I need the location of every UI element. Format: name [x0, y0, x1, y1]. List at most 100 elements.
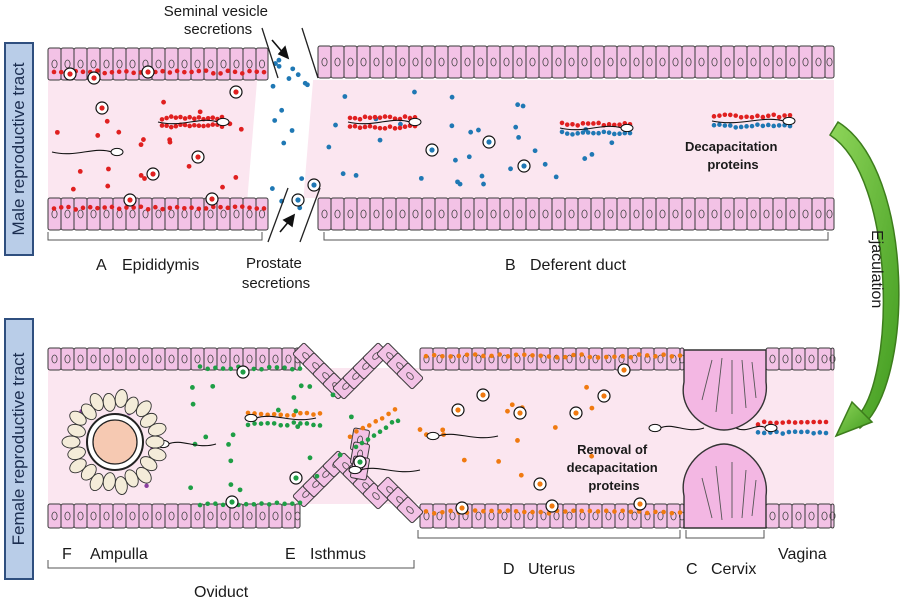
protein-dot: [258, 411, 264, 417]
protein-dot: [805, 419, 810, 425]
protein-dot: [587, 354, 593, 360]
protein-dot: [449, 94, 455, 100]
protein-dot: [168, 124, 174, 130]
epithelial-cell: [525, 45, 540, 79]
vesicle: [353, 455, 367, 469]
vesicle-core: [517, 410, 523, 416]
epithelial-cell: [538, 197, 553, 231]
protein-dot: [392, 126, 398, 131]
cell-nucleus: [246, 354, 253, 364]
protein-dot: [522, 352, 527, 358]
protein-dot: [228, 458, 234, 464]
protein-dot: [182, 122, 188, 128]
protein-dot: [481, 181, 486, 187]
protein-dot: [230, 432, 236, 438]
protein-dot: [722, 112, 728, 118]
protein-dot: [359, 440, 365, 446]
cell-nucleus: [763, 209, 770, 219]
vesicle: [141, 65, 155, 79]
sperm-cell: [711, 116, 796, 126]
vesicle-core: [573, 410, 579, 416]
male-tract-side-label: Male reproductive tract: [4, 42, 34, 256]
protein-dot: [505, 508, 511, 513]
protein-dot: [131, 205, 136, 210]
cell-nucleus: [406, 506, 414, 514]
cell-nucleus: [808, 354, 815, 364]
protein-dot: [297, 366, 303, 371]
epithelial-cell: [817, 503, 832, 529]
protein-dot: [603, 354, 609, 360]
epithelial-cell: [473, 197, 488, 231]
protein-dot: [190, 385, 195, 390]
epithelial-cell: [177, 347, 192, 371]
protein-dot: [811, 430, 816, 436]
protein-dot: [174, 68, 180, 74]
epithelial-cell: [824, 197, 835, 231]
cell-nucleus: [406, 372, 414, 380]
protein-dot: [109, 204, 115, 210]
cell-nucleus: [168, 511, 175, 521]
protein-dot: [278, 422, 284, 428]
cell-nucleus: [503, 209, 510, 219]
cell-nucleus: [711, 57, 718, 67]
protein-dot: [771, 123, 777, 129]
cell-nucleus: [449, 354, 456, 364]
cell-nucleus: [51, 354, 58, 364]
protein-dot: [182, 206, 187, 211]
cell-nucleus: [657, 354, 664, 364]
epithelial-cell: [242, 197, 257, 231]
protein-dot: [192, 122, 197, 128]
protein-dot: [591, 121, 596, 126]
protein-dot: [711, 122, 717, 128]
cell-nucleus: [555, 57, 562, 67]
protein-dot: [168, 114, 174, 119]
epithelial-cell: [112, 347, 127, 371]
epithelial-cell: [382, 197, 397, 231]
protein-dot: [516, 134, 522, 140]
cell-nucleus: [168, 209, 175, 219]
protein-dot: [552, 425, 558, 430]
epithelial-cell: [562, 503, 577, 529]
protein-dot: [481, 508, 486, 514]
epithelial-cell: [434, 45, 449, 79]
epithelial-cell: [603, 45, 618, 79]
epithelial-cell: [614, 503, 629, 529]
protein-dot: [279, 107, 285, 113]
protein-dot: [297, 205, 303, 211]
bracket-cervix: [685, 530, 765, 539]
protein-dot: [653, 509, 658, 515]
cell-nucleus: [776, 57, 783, 67]
cell-nucleus: [90, 511, 97, 521]
protein-dot: [116, 206, 122, 212]
female-tract-side-label: Female reproductive tract: [4, 318, 34, 580]
epithelial-cell: [733, 45, 748, 79]
cell-nucleus: [581, 57, 588, 67]
section-b-deferent-duct: Deferent duct: [530, 257, 627, 274]
protein-dot: [203, 434, 209, 440]
epithelial-cell: [99, 503, 114, 529]
protein-dot: [620, 353, 625, 359]
vesicle-core: [549, 503, 555, 509]
protein-dot: [213, 365, 218, 371]
epithelial-cell: [47, 503, 62, 529]
epithelial-cell: [486, 45, 501, 79]
cell-nucleus: [789, 57, 796, 67]
protein-dot: [817, 419, 823, 425]
cell-nucleus: [399, 57, 406, 67]
protein-dot: [513, 124, 519, 130]
cumulus-cell: [147, 447, 167, 462]
protein-dot: [823, 419, 829, 425]
protein-dot: [744, 114, 749, 120]
protein-dot: [606, 130, 612, 135]
cell-nucleus: [64, 209, 71, 219]
cell-nucleus: [90, 209, 97, 219]
protein-dot: [304, 410, 310, 416]
cell-nucleus: [285, 511, 292, 521]
epithelial-cell: [824, 45, 835, 79]
protein-dot: [472, 508, 478, 513]
protein-dot: [352, 123, 358, 129]
cumulus-cell: [61, 435, 81, 449]
protein-dot: [575, 123, 580, 128]
protein-dot: [379, 416, 385, 421]
epithelial-cell: [720, 45, 735, 79]
